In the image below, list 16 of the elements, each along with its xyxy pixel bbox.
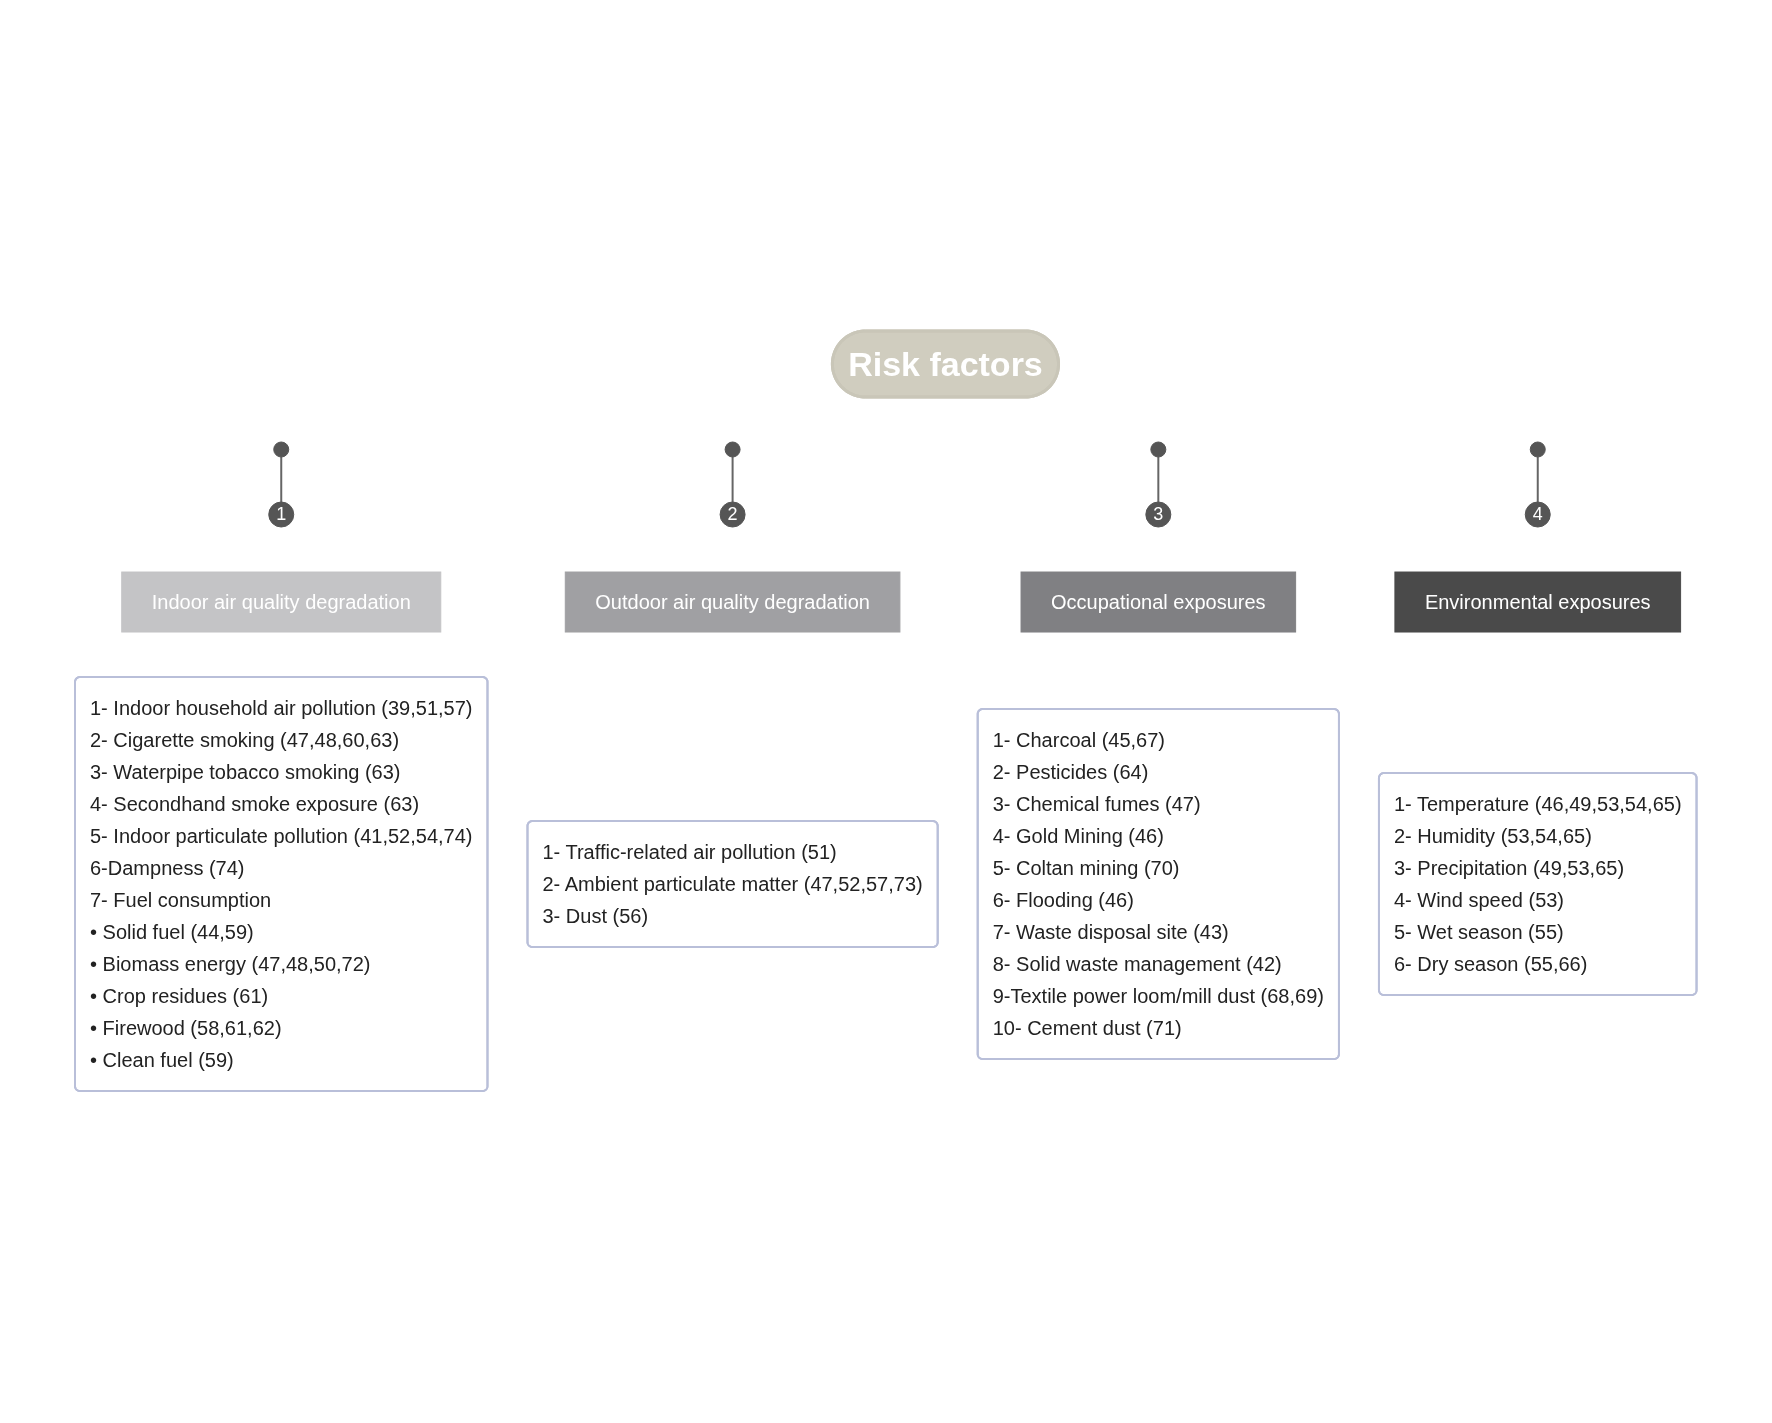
- node-circle: [724, 442, 741, 458]
- node-circle: 1: [268, 502, 295, 528]
- node-box: Environmental exposures: [1394, 572, 1682, 633]
- node-circle: 4: [1524, 502, 1551, 528]
- node-circle: 2: [719, 502, 746, 528]
- node-circle: [1529, 442, 1546, 458]
- connector: [1157, 456, 1160, 504]
- node-box: Outdoor air quality degradation: [565, 572, 901, 633]
- node-box: Indoor air quality degradation: [121, 572, 442, 633]
- node-box: Occupational exposures: [1020, 572, 1297, 633]
- connector: [731, 456, 734, 504]
- node-circle: [1150, 442, 1167, 458]
- connector: [280, 456, 283, 504]
- connector: [1536, 456, 1539, 504]
- node-circle: 3: [1145, 502, 1172, 528]
- node-circle: [273, 442, 290, 458]
